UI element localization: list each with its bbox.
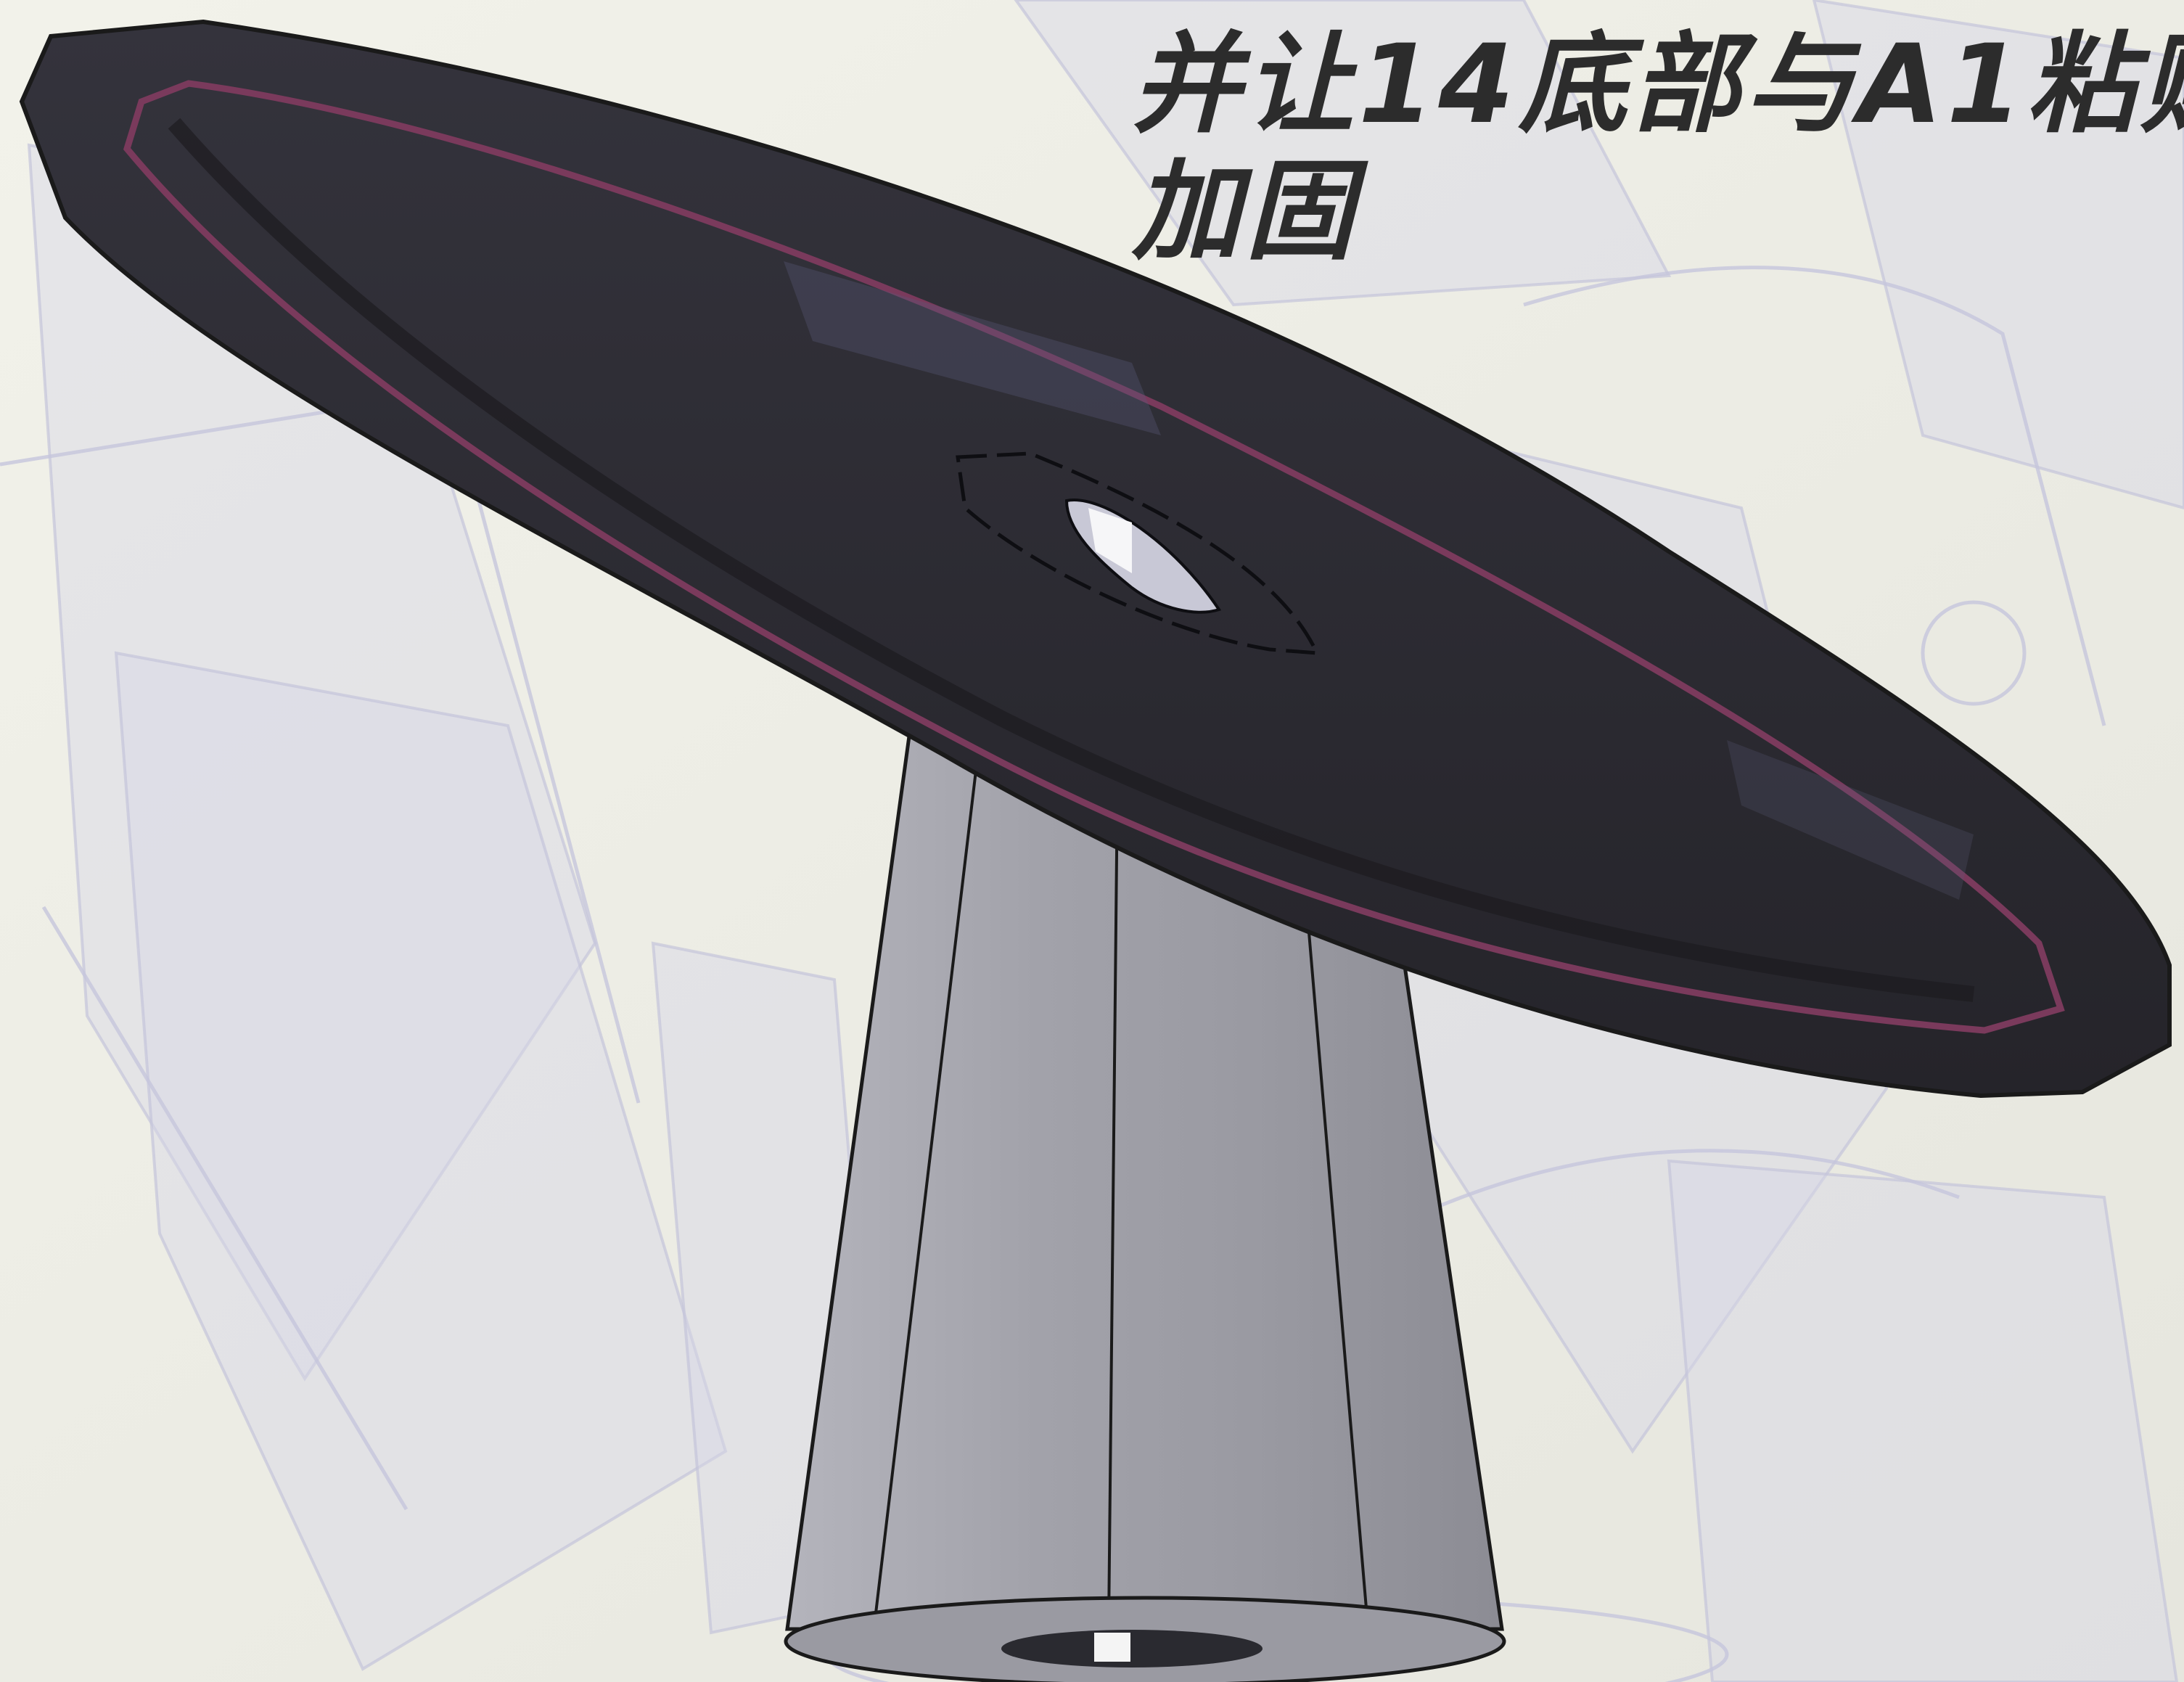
elliptical-disc xyxy=(19,19,2172,1099)
support-pillar xyxy=(784,723,1506,1682)
pillar-edge-3 xyxy=(1297,812,1369,1626)
pillar-edge-1 xyxy=(873,739,981,1626)
disc-translucent-panel xyxy=(784,261,1161,435)
pillar-base-hole xyxy=(1001,1630,1263,1667)
caption-line-2: 加固 xyxy=(1132,149,1359,275)
disc-body xyxy=(19,19,2172,1099)
caption-line-1: 并让14底部与A1粘贴 xyxy=(1132,22,2184,148)
disc-inner-rim xyxy=(123,80,2065,1034)
disc-translucent-panel-2 xyxy=(1727,740,1974,900)
disc-hub-outline xyxy=(956,451,1321,655)
pillar-edge-2 xyxy=(1107,783,1119,1626)
pillar-base-slot xyxy=(1094,1633,1130,1662)
disc-center-slot xyxy=(1088,508,1132,573)
disc-dark-band xyxy=(168,118,1975,1002)
step-caption: 并让14底部与A1粘贴 加固 xyxy=(1132,22,2184,276)
